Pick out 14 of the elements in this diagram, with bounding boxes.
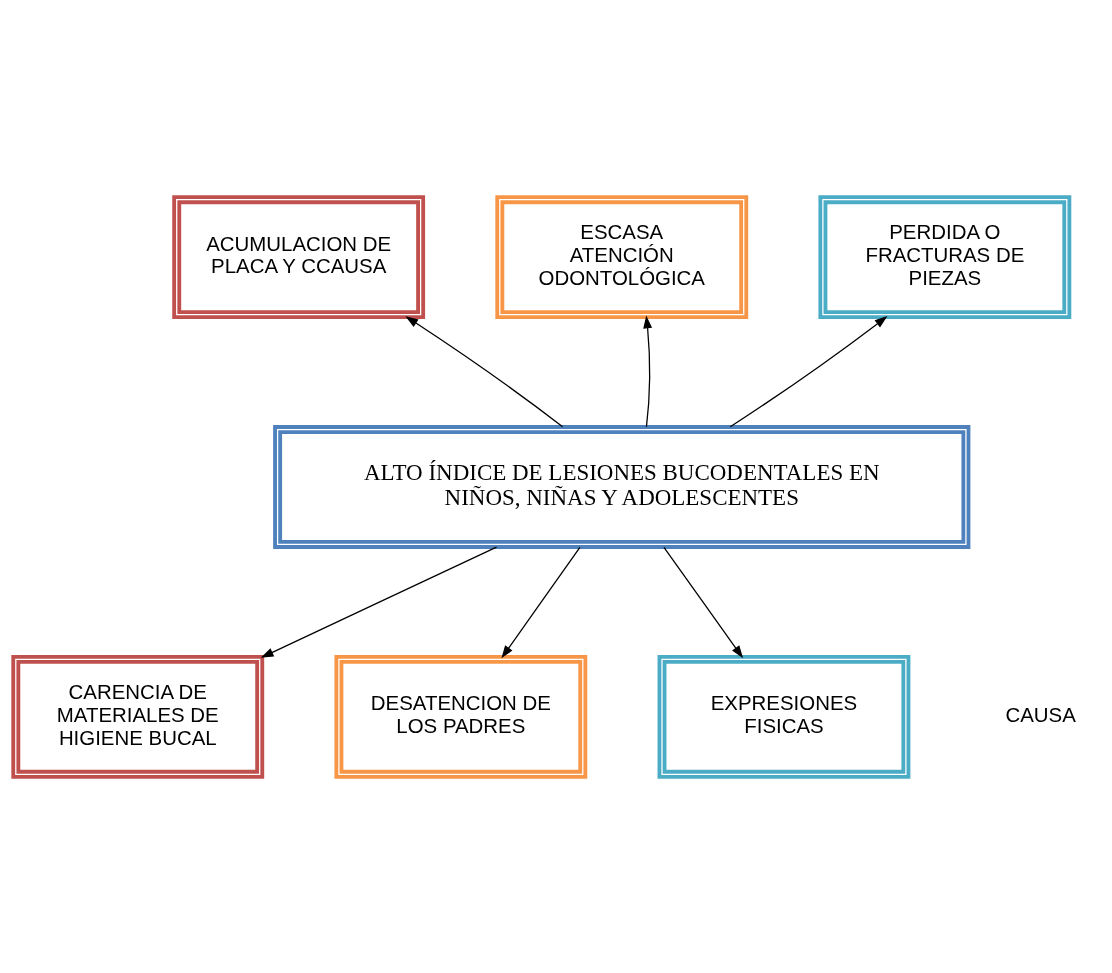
node-box: ALTO ÍNDICE DE LESIONES BUCODENTALES EN NIÑOS, NIÑAS Y ADOLESCENTES — [273, 424, 971, 549]
label: CAUSA — [1005, 703, 1076, 726]
node-box: CARENCIA DE MATERIALES DE HIGIENE BUCAL — [11, 654, 265, 779]
node-box: ACUMULACION DE PLACA Y CCAUSA — [172, 194, 426, 319]
arrow — [501, 546, 581, 658]
arrow — [405, 315, 564, 427]
node-box: EXPRESIONES FISICAS — [657, 654, 911, 779]
arrow — [729, 315, 888, 427]
arrow — [260, 545, 498, 658]
arrow — [663, 546, 744, 658]
node-box: PERDIDA O FRACTURAS DE PIEZAS — [818, 194, 1072, 319]
node-box: DESATENCION DE LOS PADRES — [334, 654, 588, 779]
node-box: ESCASA ATENCIÓN ODONTOLÓGICA — [495, 194, 749, 319]
arrow — [643, 315, 653, 428]
